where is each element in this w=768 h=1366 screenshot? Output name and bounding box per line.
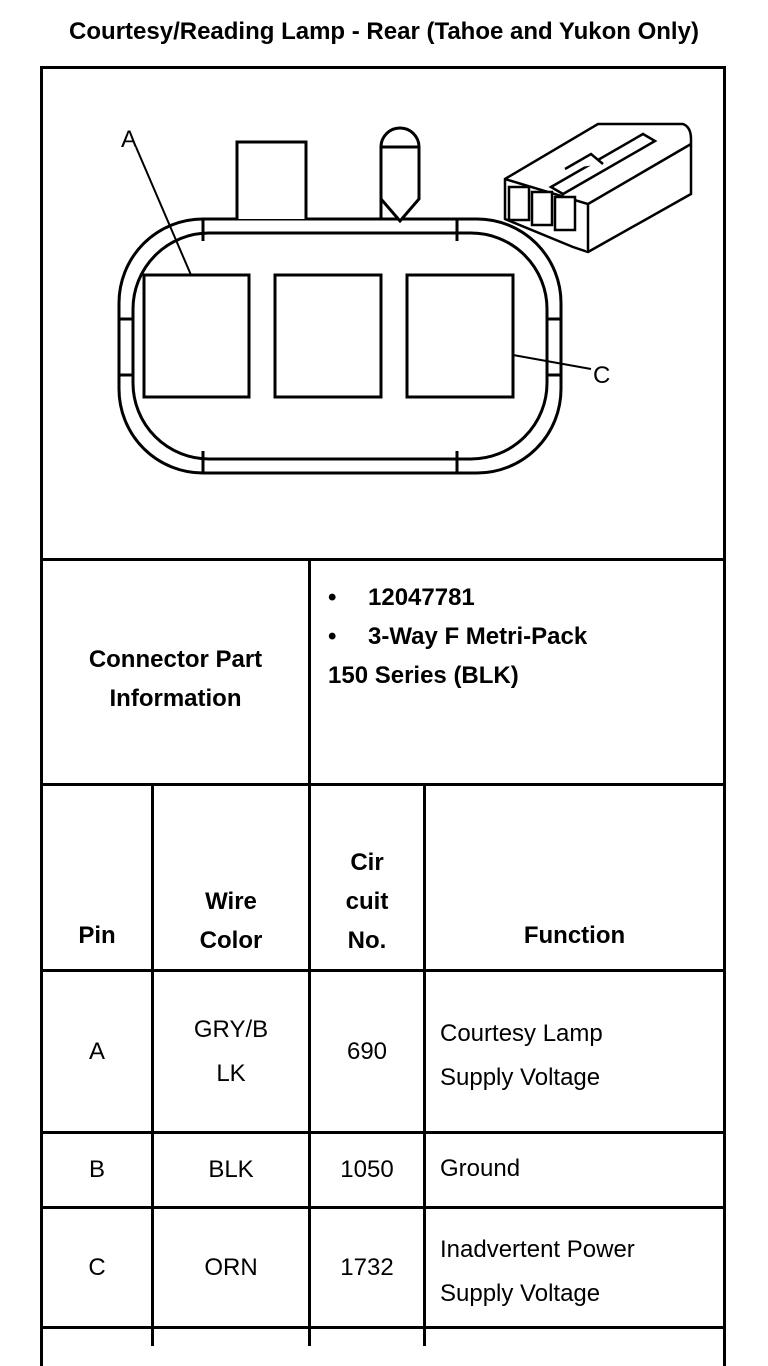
header-pin: Pin: [78, 922, 116, 949]
list-item: • 3-Way F Metri-Pack: [328, 617, 718, 656]
cell-wire-color: GRY/B LK: [193, 1015, 269, 1087]
cell-circuit: 690: [346, 1037, 388, 1065]
cell-wire-color: ORN: [204, 1253, 258, 1281]
header-circuit-no: Cir cuit No.: [345, 849, 389, 954]
divider: [40, 1206, 726, 1209]
connector-part-info-list: • 12047781 • 3-Way F Metri-Pack 150 Seri…: [328, 578, 718, 695]
divider: [151, 783, 154, 1346]
connector-body-icon: [503, 122, 693, 254]
cell-function: Courtesy Lamp Supply Voltage: [440, 1020, 603, 1091]
divider: [423, 783, 426, 1346]
bullet-icon: •: [328, 584, 337, 611]
divider: [40, 969, 726, 972]
pin-label-c: C: [593, 362, 610, 389]
cell-pin: A: [88, 1037, 105, 1065]
cell-pin: B: [88, 1156, 105, 1183]
cell-function: Ground: [440, 1155, 521, 1182]
part-number: 12047781: [368, 584, 475, 611]
cell-circuit: 1732: [340, 1253, 394, 1281]
cell-circuit: 1050: [340, 1156, 394, 1183]
cell-wire-color: BLK: [208, 1156, 254, 1183]
pin-label-a: A: [121, 126, 137, 153]
cell-function: Inadvertent Power Supply Voltage: [440, 1236, 635, 1307]
divider: [40, 783, 726, 786]
divider: [40, 1326, 726, 1329]
connector-table-frame: [40, 66, 726, 1366]
divider: [40, 558, 726, 561]
list-item: • 12047781: [328, 578, 718, 617]
page-title: Courtesy/Reading Lamp - Rear (Tahoe and …: [69, 18, 699, 45]
connector-type: 3-Way F Metri-Pack: [368, 623, 588, 650]
divider: [308, 558, 311, 1346]
connector-face-icon: [117, 126, 592, 475]
bullet-icon: •: [328, 623, 337, 650]
header-function: Function: [523, 922, 626, 949]
connector-part-info-label: Connector Part Information: [88, 646, 263, 712]
connector-diagram: A C: [117, 122, 693, 475]
connector-series: 150 Series (BLK): [328, 662, 519, 689]
divider: [40, 1131, 726, 1134]
header-wire-color: Wire Color: [199, 888, 263, 954]
cell-pin: C: [88, 1253, 106, 1281]
